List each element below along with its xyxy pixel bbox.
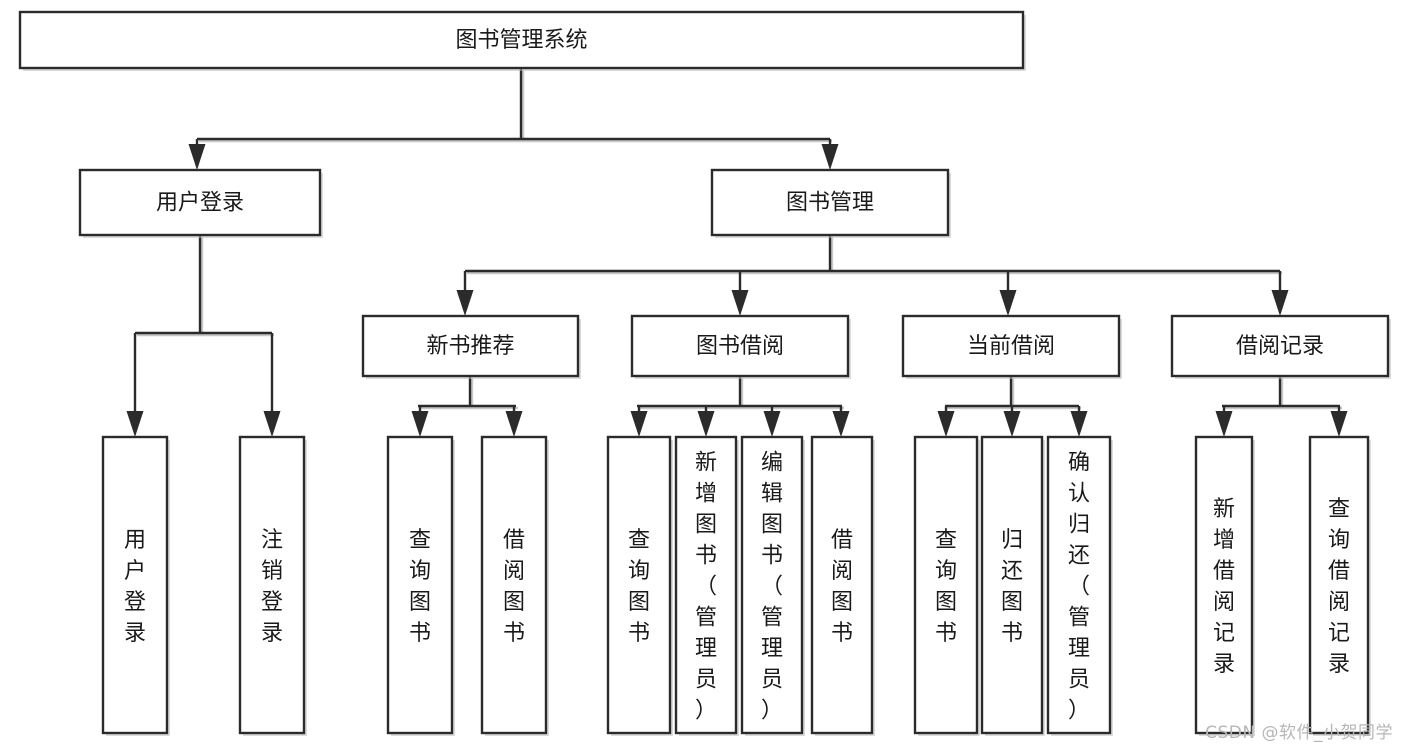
node-leaf-query-book-a[interactable]: 查询图书 [386,435,455,736]
node-leaf-user-login[interactable]: 用户登录 [101,435,170,736]
node-leaf-borrow-book-b[interactable]: 借阅图书 [810,435,875,736]
arrow-to-leaf-add-record [1215,406,1233,437]
node-current-borrow[interactable]: 当前借阅 [901,314,1122,379]
node-leaf-logout[interactable]: 注销登录 [238,435,307,736]
node-label: 图书借阅 [696,334,784,359]
book-borrow-bus [637,376,844,410]
node-label: 查询图书 [628,528,650,646]
borrow-record-bus [1222,376,1342,410]
book-manage-bus [465,235,1282,275]
node-rect[interactable] [901,314,1121,378]
node-rect[interactable] [980,435,1044,735]
arrow-to-leaf-borrow-book-a [505,406,523,437]
node-rect[interactable] [630,314,850,378]
node-leaf-confirm-return[interactable]: 确认归还（管理员） [1046,435,1113,736]
arrow-to-leaf-return-book [1003,406,1021,437]
node-rect[interactable] [1170,314,1390,378]
arrow-to-borrow-record [1271,271,1289,316]
node-leaf-query-record[interactable]: 查询借阅记录 [1308,435,1371,736]
arrow-to-book-manage [821,139,839,170]
node-rect[interactable] [78,168,322,237]
node-leaf-borrow-book-a[interactable]: 借阅图书 [480,435,549,736]
arrow-to-leaf-query-book-a [411,406,429,437]
node-label: 编辑图书（管理员） [761,451,783,724]
arrow-to-leaf-user-login [126,333,144,437]
csdn-watermark: CSDN @软件_小贺同学 [1205,723,1393,743]
node-new-book-rec[interactable]: 新书推荐 [361,314,581,379]
arrow-to-leaf-query-record [1330,406,1348,437]
arrow-to-leaf-borrow-book-b [832,406,850,437]
node-label: 用户登录 [156,191,244,216]
node-rect[interactable] [1308,435,1370,735]
node-label: 查询借阅记录 [1328,497,1350,677]
node-label: 查询图书 [935,528,957,646]
node-user-login[interactable]: 用户登录 [78,168,323,238]
node-rect[interactable] [1194,435,1254,735]
node-rect[interactable] [606,435,672,735]
root-bus [197,68,832,143]
node-label: 借阅图书 [503,528,525,646]
arrow-to-leaf-logout [263,333,281,437]
arrow-to-leaf-query-book-c [937,406,955,437]
node-label: 借阅记录 [1236,334,1324,359]
arrow-to-user-login [188,139,206,170]
arrow-to-new-book-rec [456,271,474,316]
node-label: 新书推荐 [426,334,514,359]
node-label: 图书管理 [786,191,874,216]
node-leaf-add-book[interactable]: 新增图书（管理员） [674,435,739,736]
node-book-manage[interactable]: 图书管理 [710,168,951,238]
node-label: 当前借阅 [967,334,1055,359]
node-label: 注销登录 [261,528,283,646]
node-borrow-record[interactable]: 借阅记录 [1170,314,1391,379]
node-label: 确认归还（管理员） [1068,451,1090,724]
node-rect[interactable] [1046,435,1112,735]
arrow-to-leaf-confirm-return [1070,406,1088,437]
new-book-bus [418,376,518,410]
node-label: 借阅图书 [831,528,853,646]
node-rect[interactable] [674,435,738,735]
node-rect[interactable] [361,314,580,378]
node-layer: 图书管理系统用户登录图书管理新书推荐图书借阅当前借阅借阅记录用户登录注销登录查询… [18,10,1391,736]
node-leaf-query-book-c[interactable]: 查询图书 [913,435,980,736]
node-label: 归还图书 [1001,528,1023,646]
user-login-bus [135,235,274,337]
arrow-to-book-borrow [731,271,749,316]
node-rect[interactable] [238,435,306,735]
node-root[interactable]: 图书管理系统 [18,10,1026,71]
arrow-to-leaf-edit-book [763,406,781,437]
node-leaf-query-book-b[interactable]: 查询图书 [606,435,673,736]
connector-layer [126,68,1348,437]
node-leaf-return-book[interactable]: 归还图书 [980,435,1045,736]
arrow-to-current-borrow [999,271,1017,316]
node-label: 查询图书 [409,528,431,646]
node-rect[interactable] [710,168,950,237]
node-rect[interactable] [480,435,548,735]
node-label: 图书管理系统 [455,28,587,53]
node-rect[interactable] [18,10,1025,70]
node-rect[interactable] [101,435,169,735]
node-leaf-add-record[interactable]: 新增借阅记录 [1194,435,1255,736]
current-borrow-bus [945,376,1081,410]
node-label: 新增图书（管理员） [695,451,717,724]
node-rect[interactable] [740,435,804,735]
node-rect[interactable] [913,435,979,735]
node-rect[interactable] [386,435,454,735]
arrow-to-leaf-query-book-b [630,406,648,437]
node-label: 用户登录 [124,528,146,646]
arrow-to-leaf-add-book [697,406,715,437]
node-book-borrow[interactable]: 图书借阅 [630,314,851,379]
node-label: 新增借阅记录 [1213,497,1235,677]
node-leaf-edit-book[interactable]: 编辑图书（管理员） [740,435,805,736]
node-rect[interactable] [810,435,874,735]
